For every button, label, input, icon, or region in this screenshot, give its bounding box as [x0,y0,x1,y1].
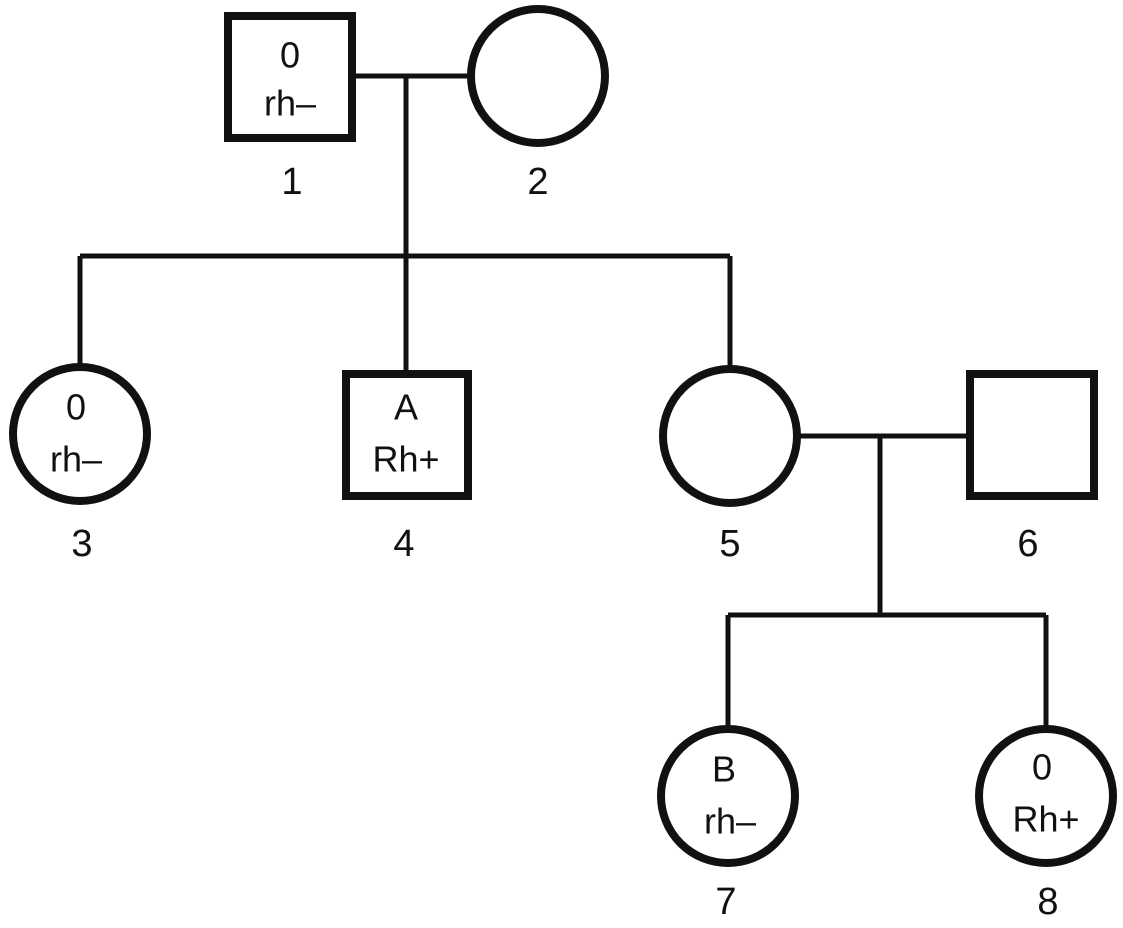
male-square-symbol [342,370,472,500]
rh-factor-text: rh– [704,801,756,842]
rh-factor-text: Rh+ [372,439,439,480]
individual-number: 3 [71,523,92,565]
blood-group-text: A [394,387,418,428]
pedigree-lines [77,73,1049,730]
male-square-symbol [224,12,356,142]
rh-factor-text: rh– [50,439,102,480]
individual-2: 2 [467,5,609,203]
female-circle-symbol [467,5,609,147]
blood-group-text: 0 [280,35,300,76]
blood-group-text: B [712,749,736,790]
rh-factor-text: rh– [264,83,316,124]
female-circle-symbol [657,725,799,867]
individual-number: 7 [715,881,736,923]
individual-7: B rh– 7 [657,725,799,923]
individual-number: 4 [393,523,414,565]
individual-8: 0 Rh+ 8 [975,725,1117,923]
individual-3: 0 rh– 3 [9,363,151,565]
individual-number: 6 [1017,523,1038,565]
individual-5: 5 [659,365,801,565]
blood-group-text: 0 [66,387,86,428]
rh-factor-text: Rh+ [1012,799,1079,840]
individual-number: 5 [719,523,740,565]
individual-number: 1 [281,161,302,203]
individual-number: 2 [527,161,548,203]
female-circle-symbol [659,365,801,507]
individual-4: A Rh+ 4 [342,370,472,565]
individual-6: 6 [966,370,1098,565]
female-circle-symbol [9,363,151,505]
individual-number: 8 [1037,881,1058,923]
female-circle-symbol [975,725,1117,867]
individual-1: 0 rh– 1 [224,12,356,203]
male-square-symbol [966,370,1098,500]
blood-group-text: 0 [1032,747,1052,788]
